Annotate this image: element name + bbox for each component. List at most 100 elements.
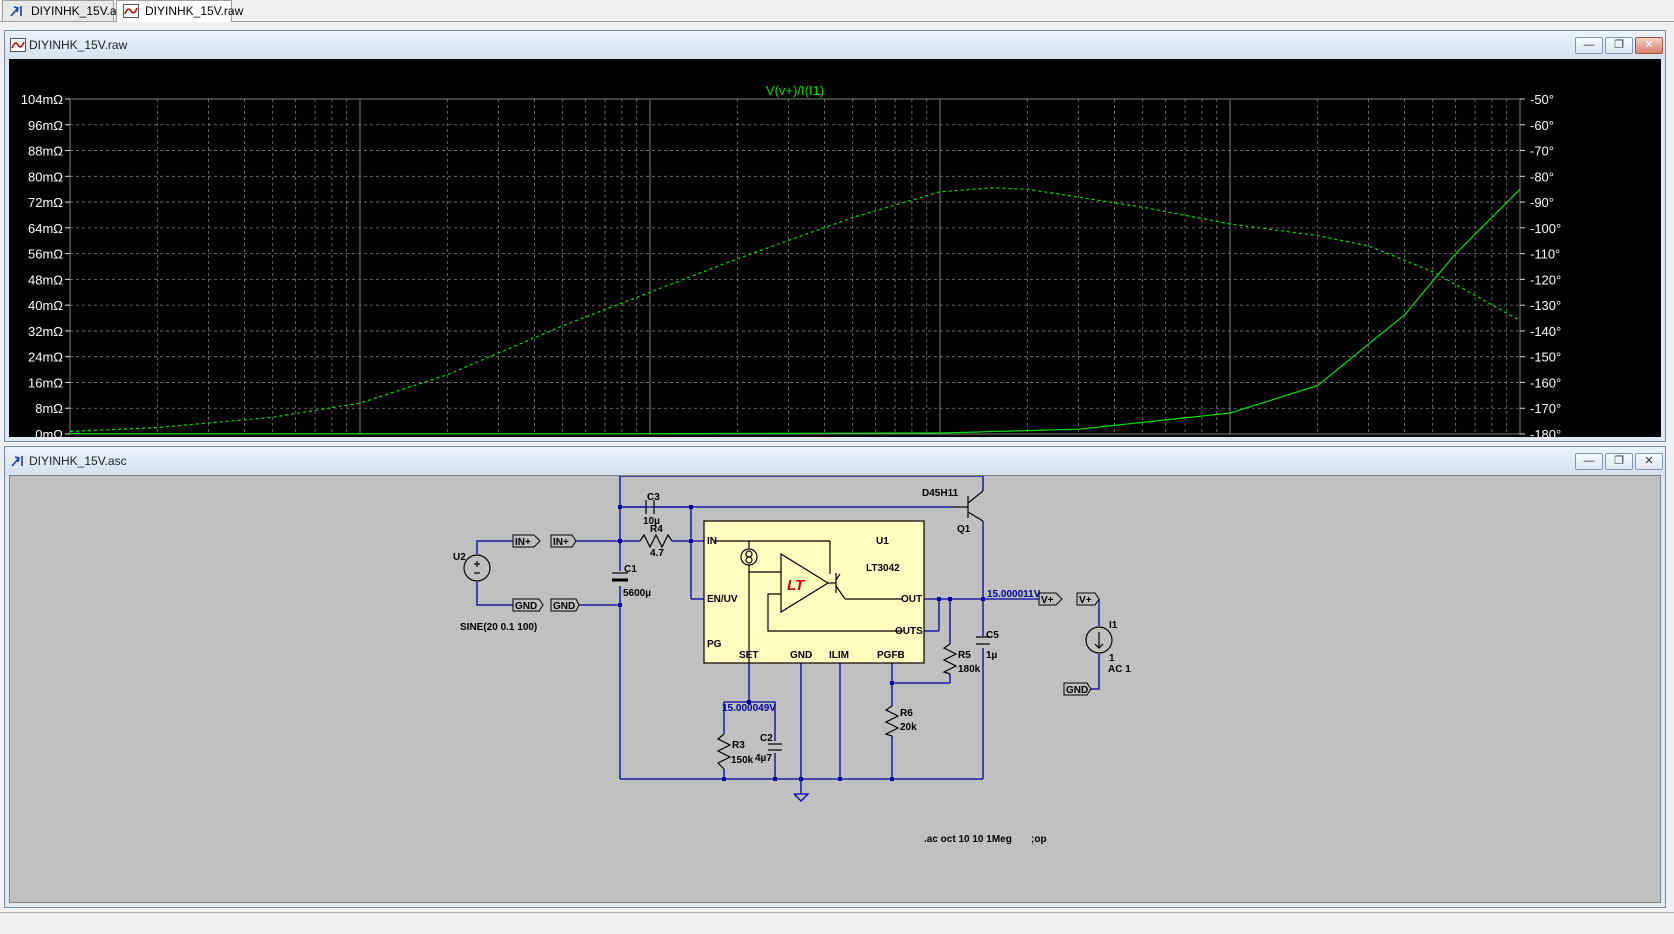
label-q1-model: D45H11 — [922, 488, 959, 499]
close-button[interactable]: ✕ — [1635, 453, 1663, 470]
flag-gnd: GND — [515, 601, 537, 612]
left-tick-label: 48mΩ — [28, 272, 63, 287]
schematic-window-titlebar[interactable]: DIYINHK_15V.asc — ❐ ✕ — [5, 447, 1665, 475]
right-tick-label: -180° — [1530, 427, 1561, 439]
junctions — [618, 505, 985, 781]
schematic-window: DIYINHK_15V.asc — ❐ ✕ — [4, 446, 1666, 908]
label-q1: Q1 — [957, 524, 971, 535]
label-c5: C5 — [986, 630, 999, 641]
status-bar — [0, 912, 1674, 934]
left-axis-ticks: 0mΩ8mΩ16mΩ24mΩ32mΩ40mΩ48mΩ56mΩ64mΩ72mΩ80… — [21, 92, 70, 442]
label-c1: C1 — [624, 564, 637, 575]
directive-ac[interactable]: .ac oct 10 10 1Meg — [924, 834, 1012, 845]
waveform-window-titlebar[interactable]: DIYINHK_15V.raw — ❐ ✕ — [5, 31, 1665, 59]
label-c3: C3 — [647, 492, 660, 503]
pin-pg: PG — [707, 639, 722, 650]
right-tick-label: -60° — [1530, 118, 1554, 133]
left-tick-label: 40mΩ — [28, 298, 63, 313]
right-tick-label: -160° — [1530, 375, 1561, 390]
label-r4-value: 4.7 — [650, 548, 664, 559]
label-i1-ac: AC 1 — [1108, 664, 1131, 675]
plot-frame — [69, 98, 1521, 435]
label-u1-part: LT3042 — [866, 563, 900, 574]
label-u2-value: SINE(20 0.1 100) — [460, 622, 537, 633]
pin-pgfb: PGFB — [877, 650, 905, 661]
traces — [69, 187, 1521, 435]
label-i1: I1 — [1109, 620, 1118, 631]
label-r4: R4 — [650, 524, 663, 535]
tab-label: DIYINHK_15V.asc — [31, 4, 129, 18]
x-tick-label: 100Hz — [341, 438, 379, 439]
label-r3-value: 150k — [731, 755, 754, 766]
label-r5: R5 — [958, 650, 971, 661]
x-tick-label: 10Hz — [55, 438, 85, 439]
pin-ilim: ILIM — [829, 650, 849, 661]
right-tick-label: -90° — [1530, 195, 1554, 210]
directive-op[interactable]: ;op — [1031, 834, 1047, 845]
right-tick-label: -170° — [1530, 401, 1561, 416]
waveform-icon — [123, 4, 139, 18]
pin-in: IN — [707, 536, 717, 547]
lt-logo: LT — [787, 577, 806, 594]
minimize-button[interactable]: — — [1575, 37, 1603, 54]
left-tick-label: 72mΩ — [28, 195, 63, 210]
right-tick-label: -110° — [1530, 247, 1560, 262]
minimize-button[interactable]: — — [1575, 453, 1603, 470]
phase-trace[interactable] — [69, 187, 1521, 432]
right-axis-ticks: -180°-170°-160°-150°-140°-130°-120°-110°… — [1520, 92, 1561, 442]
right-tick-label: -80° — [1530, 169, 1554, 184]
left-tick-label: 80mΩ — [28, 169, 63, 184]
tab-waveform[interactable]: DIYINHK_15V.raw — [116, 0, 243, 22]
pin-set: SET — [739, 650, 758, 661]
label-vout: 15.000011V — [987, 589, 1041, 600]
u1-internals — [713, 540, 903, 663]
right-tick-label: -130° — [1530, 298, 1561, 313]
right-tick-label: -50° — [1530, 92, 1554, 107]
label-r6: R6 — [900, 708, 913, 719]
right-tick-label: -70° — [1530, 144, 1554, 159]
label-c5-value: 1µ — [986, 650, 998, 661]
left-tick-label: 96mΩ — [28, 118, 63, 133]
schematic-canvas[interactable]: LT U2 SINE(20 0.1 100) C3 10µ R4 4.7 C1 … — [9, 475, 1661, 903]
right-tick-label: -120° — [1530, 272, 1561, 287]
trace-label[interactable]: V(v+)/I(I1) — [766, 83, 824, 98]
pin-outs: OUTS — [895, 626, 923, 637]
net-flags — [512, 534, 1100, 696]
x-axis-ticks: 10Hz100Hz1KHz10KHz100KHz1MHz — [55, 438, 1537, 453]
restore-button[interactable]: ❐ — [1605, 37, 1633, 54]
x-tick-label: 100KHz — [1207, 438, 1253, 439]
label-c2-value: 4µ7 — [755, 753, 772, 764]
bode-plot[interactable]: V(v+)/I(I1) 0mΩ8mΩ16mΩ24mΩ32mΩ40mΩ48mΩ56… — [9, 59, 1659, 453]
waveform-window-title: DIYINHK_15V.raw — [29, 38, 128, 52]
left-tick-label: 104mΩ — [21, 92, 64, 107]
label-r5-value: 180k — [958, 664, 981, 675]
right-tick-label: -140° — [1530, 324, 1561, 339]
tab-schematic[interactable]: DIYINHK_15V.asc — [2, 0, 129, 21]
schematic-icon — [10, 6, 22, 17]
plot-grid — [69, 99, 1520, 434]
left-tick-label: 24mΩ — [28, 350, 63, 365]
waveform-icon — [10, 38, 26, 52]
tab-label: DIYINHK_15V.raw — [145, 4, 244, 18]
magnitude-trace[interactable] — [70, 188, 1521, 435]
label-u2: U2 — [453, 552, 466, 563]
label-r6-value: 20k — [900, 722, 917, 733]
flag-v-plus: V+ — [1079, 595, 1092, 606]
close-button[interactable]: ✕ — [1635, 37, 1663, 54]
restore-button[interactable]: ❐ — [1605, 453, 1633, 470]
left-tick-label: 16mΩ — [28, 375, 63, 390]
schematic-window-title: DIYINHK_15V.asc — [29, 454, 127, 468]
document-tab-bar: DIYINHK_15V.asc DIYINHK_15V.raw — [0, 0, 1674, 22]
schematic-drawing[interactable]: LT U2 SINE(20 0.1 100) C3 10µ R4 4.7 C1 … — [10, 475, 1662, 904]
left-tick-label: 88mΩ — [28, 144, 63, 159]
left-tick-label: 8mΩ — [35, 401, 63, 416]
label-i1-dc: 1 — [1109, 653, 1115, 664]
flag-gnd: GND — [1066, 685, 1088, 696]
label-u1: U1 — [876, 536, 889, 547]
right-tick-label: -100° — [1530, 221, 1561, 236]
flag-in-plus: IN+ — [515, 537, 531, 548]
label-c2: C2 — [760, 733, 773, 744]
left-tick-label: 32mΩ — [28, 324, 63, 339]
